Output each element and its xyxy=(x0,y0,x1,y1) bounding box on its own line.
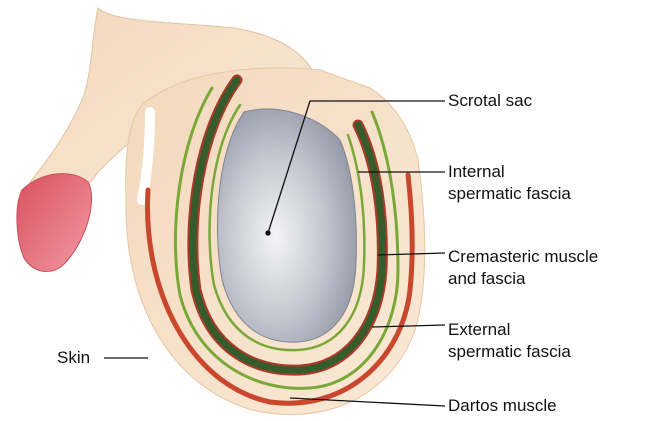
scrotal-sac xyxy=(217,109,356,342)
label-external-line1: External xyxy=(448,319,571,341)
label-dartos-muscle: Dartos muscle xyxy=(448,395,557,417)
leader-scrotal-sac-dot xyxy=(266,231,270,235)
label-skin: Skin xyxy=(57,347,90,369)
label-internal-line2: spermatic fascia xyxy=(448,183,571,205)
label-internal-spermatic-fascia: Internal spermatic fascia xyxy=(448,161,571,205)
label-scrotal-sac: Scrotal sac xyxy=(448,90,532,112)
label-cremasteric-line1: Cremasteric muscle xyxy=(448,246,598,268)
label-external-line2: spermatic fascia xyxy=(448,341,571,363)
label-cremasteric-muscle: Cremasteric muscle and fascia xyxy=(448,246,598,290)
label-internal-line1: Internal xyxy=(448,161,571,183)
glans xyxy=(17,174,92,272)
label-cremasteric-line2: and fascia xyxy=(448,268,598,290)
label-external-spermatic-fascia: External spermatic fascia xyxy=(448,319,571,363)
